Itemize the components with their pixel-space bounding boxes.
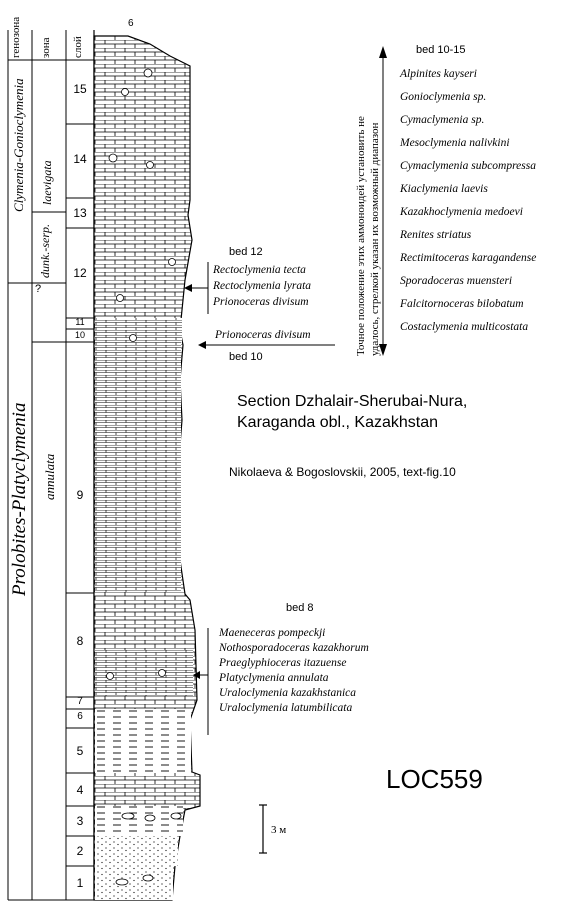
zone-annulata: annulata xyxy=(42,453,57,500)
bed-number: 6 xyxy=(77,711,83,722)
species-name: Costaclymenia multicostata xyxy=(400,321,529,333)
species-name: Praeglyphioceras itazuense xyxy=(219,657,347,669)
species-name: Kiaclymenia laevis xyxy=(400,183,488,195)
bed-number: 14 xyxy=(73,152,87,166)
section-title-line2: Karaganda obl., Kazakhstan xyxy=(237,414,439,431)
species-name: Maeneceras pompeckji xyxy=(219,627,326,639)
species-name: Rectoclymenia lyrata xyxy=(213,280,312,292)
bed-number: 4 xyxy=(76,783,84,797)
range-note-line2: удалось, стрелкой указан их возможный ди… xyxy=(369,122,381,356)
species-name: Nothosporadoceras kazakhorum xyxy=(219,642,369,654)
bed-number: 8 xyxy=(76,634,84,648)
bed-10-15-label: bed 10-15 xyxy=(416,44,466,56)
bed-number: 10 xyxy=(74,330,85,340)
bed-number: 12 xyxy=(73,266,87,280)
locality-code: LOC559 xyxy=(386,764,483,794)
bed-number: 2 xyxy=(76,844,84,858)
bed-number: 13 xyxy=(73,206,87,220)
species-name: Platyclymenia annulata xyxy=(219,672,329,684)
species-name: Uraloclymenia kazakhstanica xyxy=(219,687,357,699)
genozone-lower: Prolobites-Platyclymenia xyxy=(9,402,30,596)
zone-laevigata: laevigata xyxy=(40,160,54,205)
species-name: Gonioclymenia sp. xyxy=(400,91,487,103)
bed-number: 5 xyxy=(76,744,84,758)
bed-number: 1 xyxy=(76,876,84,890)
species-name: Cymaclymenia subcompressa xyxy=(400,160,536,172)
section-mark: 6 xyxy=(128,18,134,29)
species-name: Rectimitoceras karagandense xyxy=(400,252,537,264)
genozone-header: генозона xyxy=(10,16,22,58)
species-name: Rectoclymenia tecta xyxy=(213,264,306,276)
bed-8-label: bed 8 xyxy=(286,602,314,614)
species-name: Sporadoceras muensteri xyxy=(400,275,513,287)
zone-question: ? xyxy=(35,283,42,295)
bed-number: 11 xyxy=(75,317,85,327)
bed-number: 7 xyxy=(77,696,83,707)
species-name: Cymaclymenia sp. xyxy=(400,114,485,126)
species-name: Prionoceras divisum xyxy=(215,329,311,341)
bed-number: 9 xyxy=(76,488,84,502)
species-name: Alpinites kayseri xyxy=(400,68,477,80)
zone-header: зона xyxy=(40,37,52,58)
bed-12-label: bed 12 xyxy=(229,246,263,258)
citation: Nikolaeva & Bogoslovskii, 2005, text-fig… xyxy=(229,465,456,479)
genozone-upper: Clymenia-Gonioclymenia xyxy=(11,78,26,212)
species-name: Kazakhoclymenia medoevi xyxy=(400,206,523,218)
layer-header: слой xyxy=(72,36,84,58)
range-note-line1: Точное положение этих аммоноидей установ… xyxy=(355,116,367,356)
scale-label: 3 м xyxy=(271,824,287,836)
bed-number: 3 xyxy=(76,814,84,828)
section-title-line1: Section Dzhalair-Sherubai-Nura, xyxy=(237,393,468,410)
bed-number: 15 xyxy=(73,82,87,96)
zone-dunk-serp: dunk.-serp. xyxy=(38,224,52,278)
bed-10-label: bed 10 xyxy=(229,351,263,363)
species-name: Renites striatus xyxy=(400,229,472,241)
species-name: Mesoclymenia nalivkini xyxy=(400,137,510,149)
species-name: Prionoceras divisum xyxy=(213,296,309,308)
species-name: Falcitornoceras bilobatum xyxy=(400,298,524,310)
species-name: Uraloclymenia latumbilicata xyxy=(219,702,353,714)
